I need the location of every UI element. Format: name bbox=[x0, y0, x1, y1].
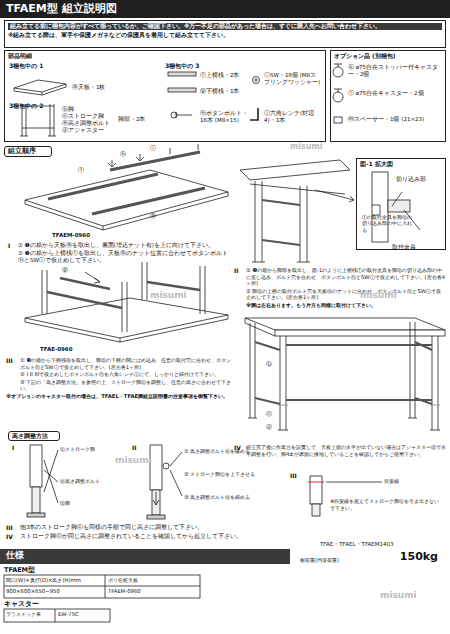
parts-box: 部品明細 3梱包中の 1 3梱包中の 2 3梱包中の 3 bbox=[4, 50, 326, 142]
label-text: 間口(W)×奥行(D)×高さ(H)mm bbox=[6, 577, 104, 584]
label-text: ストローク脚ⓒが同じ高さに調整されていることを確認してから起立して下さい。 bbox=[20, 533, 440, 540]
title-band: TFAEM型 組立説明図 bbox=[0, 0, 450, 18]
watermark: misumi bbox=[380, 590, 420, 601]
callout-letter: ⓐ bbox=[150, 212, 160, 220]
node-text: TFAEM型 組立説明図 bbox=[6, 2, 444, 16]
callout-letter: ⓗ bbox=[120, 150, 130, 158]
label-text: ⓗボタンボルト・16本 (M8×15) bbox=[200, 110, 252, 124]
label-text: プラスチック車 bbox=[6, 611, 54, 618]
label-text: 他3本のストローク脚ⓒも同様の手順で同じ高さに調整して下さい。 bbox=[20, 524, 440, 531]
label-text: 取付金具 bbox=[392, 244, 432, 251]
callout-letter: ⓕ bbox=[78, 166, 88, 174]
label-text: 900×600×650~950 bbox=[6, 588, 104, 595]
callout-letter: ⓑ脚 bbox=[60, 500, 100, 507]
label-text: ⓒストローク脚 bbox=[62, 113, 117, 120]
label-text: III bbox=[6, 357, 20, 365]
node-text: 組立順序 bbox=[8, 147, 48, 155]
spec-band: 仕様 bbox=[0, 549, 290, 564]
callout-letter: ⓒ bbox=[266, 410, 276, 418]
callout-letter: ⓓ bbox=[266, 423, 276, 431]
label-text: ⓜスペーサー・1個 (21×23) bbox=[348, 116, 444, 123]
node-text: 部品明細 bbox=[8, 52, 322, 60]
warning-box: 組み立てる前に梱包内容がすべて揃っているか、ご確認下さい。※万一不足の部品があっ… bbox=[4, 20, 446, 48]
label-text: 目安線 bbox=[384, 478, 424, 485]
label-text: ※目安線を超えてストローク脚ⓒを引き出さないで下さい。 bbox=[330, 498, 444, 511]
label-text: ② ❷の箱から上横桟ⓕを取出し、天板ⓐのナット位置に合わせてボタンボルトⓗとSW… bbox=[18, 250, 232, 264]
node-text: 3梱包中の 2 bbox=[9, 102, 159, 110]
label-text: ※オプションのキャスター取付の場合は、TFAEL・TFAE脚組立説明書の注意事項… bbox=[6, 393, 232, 400]
section-tab: 高さ調整方法 bbox=[8, 431, 60, 441]
label-text: 組立完了後に作業台を設置して、天板上面の水平が出ていない場合はアジャスターⓓで水… bbox=[246, 444, 446, 457]
callout-letter: I bbox=[12, 444, 22, 452]
label-text: ⓓアジャスター bbox=[62, 127, 117, 134]
label-text: ⓕ上横桟・2本 bbox=[200, 72, 258, 79]
node-text: ※組み立てる際は、軍手や保護メガネなどの保護具を着用して組み立てて下さい。 bbox=[8, 32, 442, 39]
section-tab: 組立順序 bbox=[4, 146, 52, 157]
label-text: TFAEM型 bbox=[4, 566, 64, 574]
label-text: ⓔ高さ調整ボルト bbox=[60, 478, 120, 485]
callout-letter: II bbox=[234, 267, 246, 275]
label-text: ② I II IIIで仮止めしたボタンボルトⓗを六角レンチⓙにて、しっかりと締付… bbox=[20, 371, 232, 378]
detail-box: 図-1 拡大図 bbox=[356, 158, 446, 250]
label-text: ⓙ六角レンチ(対辺4)・1本 bbox=[264, 110, 322, 124]
label-text: ⓚ ø75自在ストッパー付キャスター・2個 bbox=[348, 64, 444, 78]
node-text: 3梱包中の 3 bbox=[165, 62, 323, 70]
watermark: misumi bbox=[150, 290, 190, 301]
label-text: ① 高さ調整ボルトⓔを緩める bbox=[184, 448, 274, 455]
label-text: ② 脚ⓑの上横の取付ボルト穴を天板ⓐのナットに合わせ、ボタンボルトⓗとSWⓘで仮… bbox=[246, 288, 446, 301]
label-text: ⓖ下横桟・1本 bbox=[200, 88, 258, 95]
node-text: オプション品 (別梱包) bbox=[334, 52, 442, 60]
label-text: ① ❸の箱から下横桟ⓖを取出し、脚ⓑの下横の間にはめ込み、任意の取付穴に合わせ、… bbox=[20, 357, 232, 370]
label-text: ② ストローク脚ⓒを上下させる bbox=[184, 471, 274, 478]
label-text: ⓘSW・16個 (M8スプリングワッシャー) bbox=[264, 72, 322, 86]
label-text: TFAEM-0960 bbox=[108, 588, 198, 595]
label-text: ⓔ高さ調整ボルト bbox=[62, 120, 117, 127]
callout-letter: II bbox=[132, 444, 144, 452]
callout-letter: ⓖ bbox=[62, 266, 72, 274]
callout-letter: ⓘ bbox=[150, 144, 160, 152]
node-text: 図-1 拡大図 bbox=[360, 160, 442, 168]
label-text: キャスター bbox=[4, 600, 64, 608]
package-area: 3梱包中の 1 bbox=[9, 62, 159, 100]
label-text: 耐荷重(均等荷重) bbox=[300, 557, 362, 564]
label-text: 150kg bbox=[368, 550, 438, 564]
label-text: ① ❶の箱から天板ⓐを取出し、裏面(埋込ナット有)を上に向けて下さい。 bbox=[18, 242, 232, 249]
label-text: ⓐ天板・1枚 bbox=[72, 84, 152, 91]
watermark: misumi bbox=[290, 142, 330, 152]
label-text: ⓒストローク脚 bbox=[60, 446, 120, 453]
label-text: 切り込み部 bbox=[396, 176, 444, 183]
watermark: misumi bbox=[115, 455, 155, 466]
label-text: III bbox=[290, 472, 304, 480]
label-text: TFAEM-0960 bbox=[52, 232, 112, 239]
watermark: misumi bbox=[360, 290, 400, 301]
callout-letter: ⓑ bbox=[266, 360, 276, 368]
callout-letter: I bbox=[8, 242, 18, 250]
label-text: TFAE-0960 bbox=[40, 346, 100, 353]
callout-letter: ⓑ脚 bbox=[62, 106, 102, 113]
node-text: 仕様 bbox=[6, 550, 284, 561]
label-text: ポリ化粧天板 bbox=[108, 577, 198, 584]
label-text: ※脚は左右あります。もう片方も同様に取付けて下さい。 bbox=[246, 302, 446, 309]
label-text: EW-75C bbox=[58, 611, 108, 618]
label-text: III bbox=[6, 524, 20, 532]
node-text: 高さ調整方法 bbox=[12, 432, 56, 440]
callout-letter: IV bbox=[6, 533, 20, 541]
label-text: ③ 下記の「高さ調整方法」を参照の上、ストローク脚ⓒを調整し、任意の高さに合わせ… bbox=[20, 379, 232, 392]
node-text: 3梱包中の 1 bbox=[9, 62, 159, 70]
label-text: ③ 高さ調整ボルトⓔを締める bbox=[184, 494, 274, 501]
node-text: 組み立てる前に梱包内容がすべて揃っているか、ご確認下さい。※万一不足の部品があっ… bbox=[8, 23, 442, 30]
label-text: ① ❷の箱から脚部を取出し、図-1のように上横桟ⓕの取付金具を脚ⓑの切り込み部の… bbox=[246, 267, 446, 287]
label-text: 脚部・2本 bbox=[118, 116, 154, 123]
label-text: ⓛ ø75自在キャスター・2個 bbox=[348, 90, 444, 97]
label-text: ⓕの取付金具を脚ⓑの切り込み部の中に入れる bbox=[362, 214, 412, 233]
label-text: TFAE・TFAEL・TFAEM1403 bbox=[320, 541, 446, 548]
